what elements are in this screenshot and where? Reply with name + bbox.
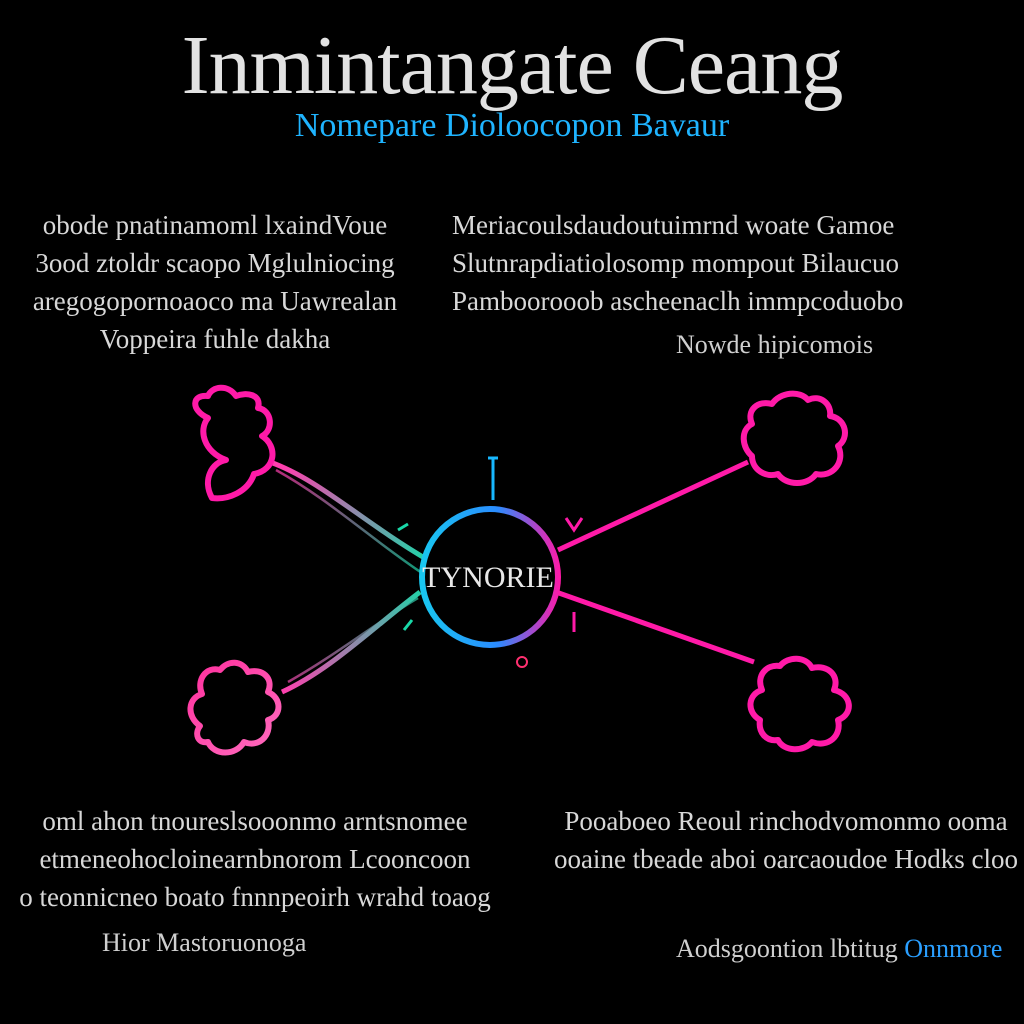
connector-top-left-inner (275, 468, 426, 577)
text-line: Voppeira fuhle dakha (99, 324, 331, 354)
cloud-node-bottom-left (187, 659, 282, 756)
caption-top-right: Nowde hipicomois (676, 330, 874, 359)
connector-top-right (556, 459, 750, 553)
cloud-node-top-left (192, 384, 276, 502)
text-line: 3ood ztoldr scaopo Mglulniocing (35, 248, 395, 278)
caption-bottom-left: Hior Mastoruonoga (102, 928, 307, 957)
text-line: Pamboorooob ascheenaclh immpcoduobo (452, 286, 904, 316)
text-block-top-left: obode pnatinamoml lxaindVoue 3ood ztoldr… (0, 206, 430, 358)
tick-mark (397, 522, 409, 532)
cloud-node-bottom-right (747, 655, 852, 753)
text-line: Meriacoulsdaudoutuimrnd woate Gamoe (452, 210, 895, 240)
tick-mark (488, 456, 498, 500)
diagram-subtitle: Nomepare Dioloocopon Bavaur (294, 107, 730, 144)
text-line: ooaine tbeade aboi oarcaoudoe Hodks cloo (553, 844, 1019, 874)
connector-bottom-left (280, 590, 422, 695)
text-line: oml ahon tnoureslsooonmo arntsnomee (42, 806, 468, 836)
text-line: obode pnatinamoml lxaindVoue (42, 210, 388, 240)
central-node-label: TYNORIE (422, 561, 554, 594)
text-line: aregogopornoaoco ma Uawrealan (32, 286, 398, 316)
text-line: o teonnicneo boato fnnnpeoirh wrahd toao… (19, 882, 491, 912)
text-block-top-right: Meriacoulsdaudoutuimrnd woate Gamoe Slut… (452, 206, 1024, 320)
tick-mark (564, 517, 584, 533)
caption-text: Aodsgoontion lbtitug (676, 934, 898, 963)
central-node (419, 506, 561, 648)
connector-bottom-right (555, 589, 755, 665)
diagram-title: Inmintangate Ceang (181, 19, 844, 112)
caption-bottom-right: Aodsgoontion lbtitug Onnmore (676, 934, 1002, 964)
connector-bottom-left-inner (287, 596, 419, 684)
text-block-bottom-right: Pooaboeo Reoul rinchodvomonmo ooma ooain… (548, 802, 1024, 878)
text-line: Slutnrapdiatiolosomp mompout Bilaucuo (452, 248, 899, 278)
caption-accent-text: Onnmore (904, 934, 1003, 963)
text-line: etmeneohocloinearnbnorom Lcooncoon (39, 844, 471, 874)
connector-top-left (269, 459, 430, 563)
tick-mark (402, 619, 414, 631)
cloud-node-top-right (740, 390, 848, 486)
text-block-bottom-left: oml ahon tnoureslsooonmo arntsnomee etme… (0, 802, 510, 916)
small-dot (516, 656, 528, 668)
text-line: Pooaboeo Reoul rinchodvomonmo ooma (564, 806, 1008, 836)
